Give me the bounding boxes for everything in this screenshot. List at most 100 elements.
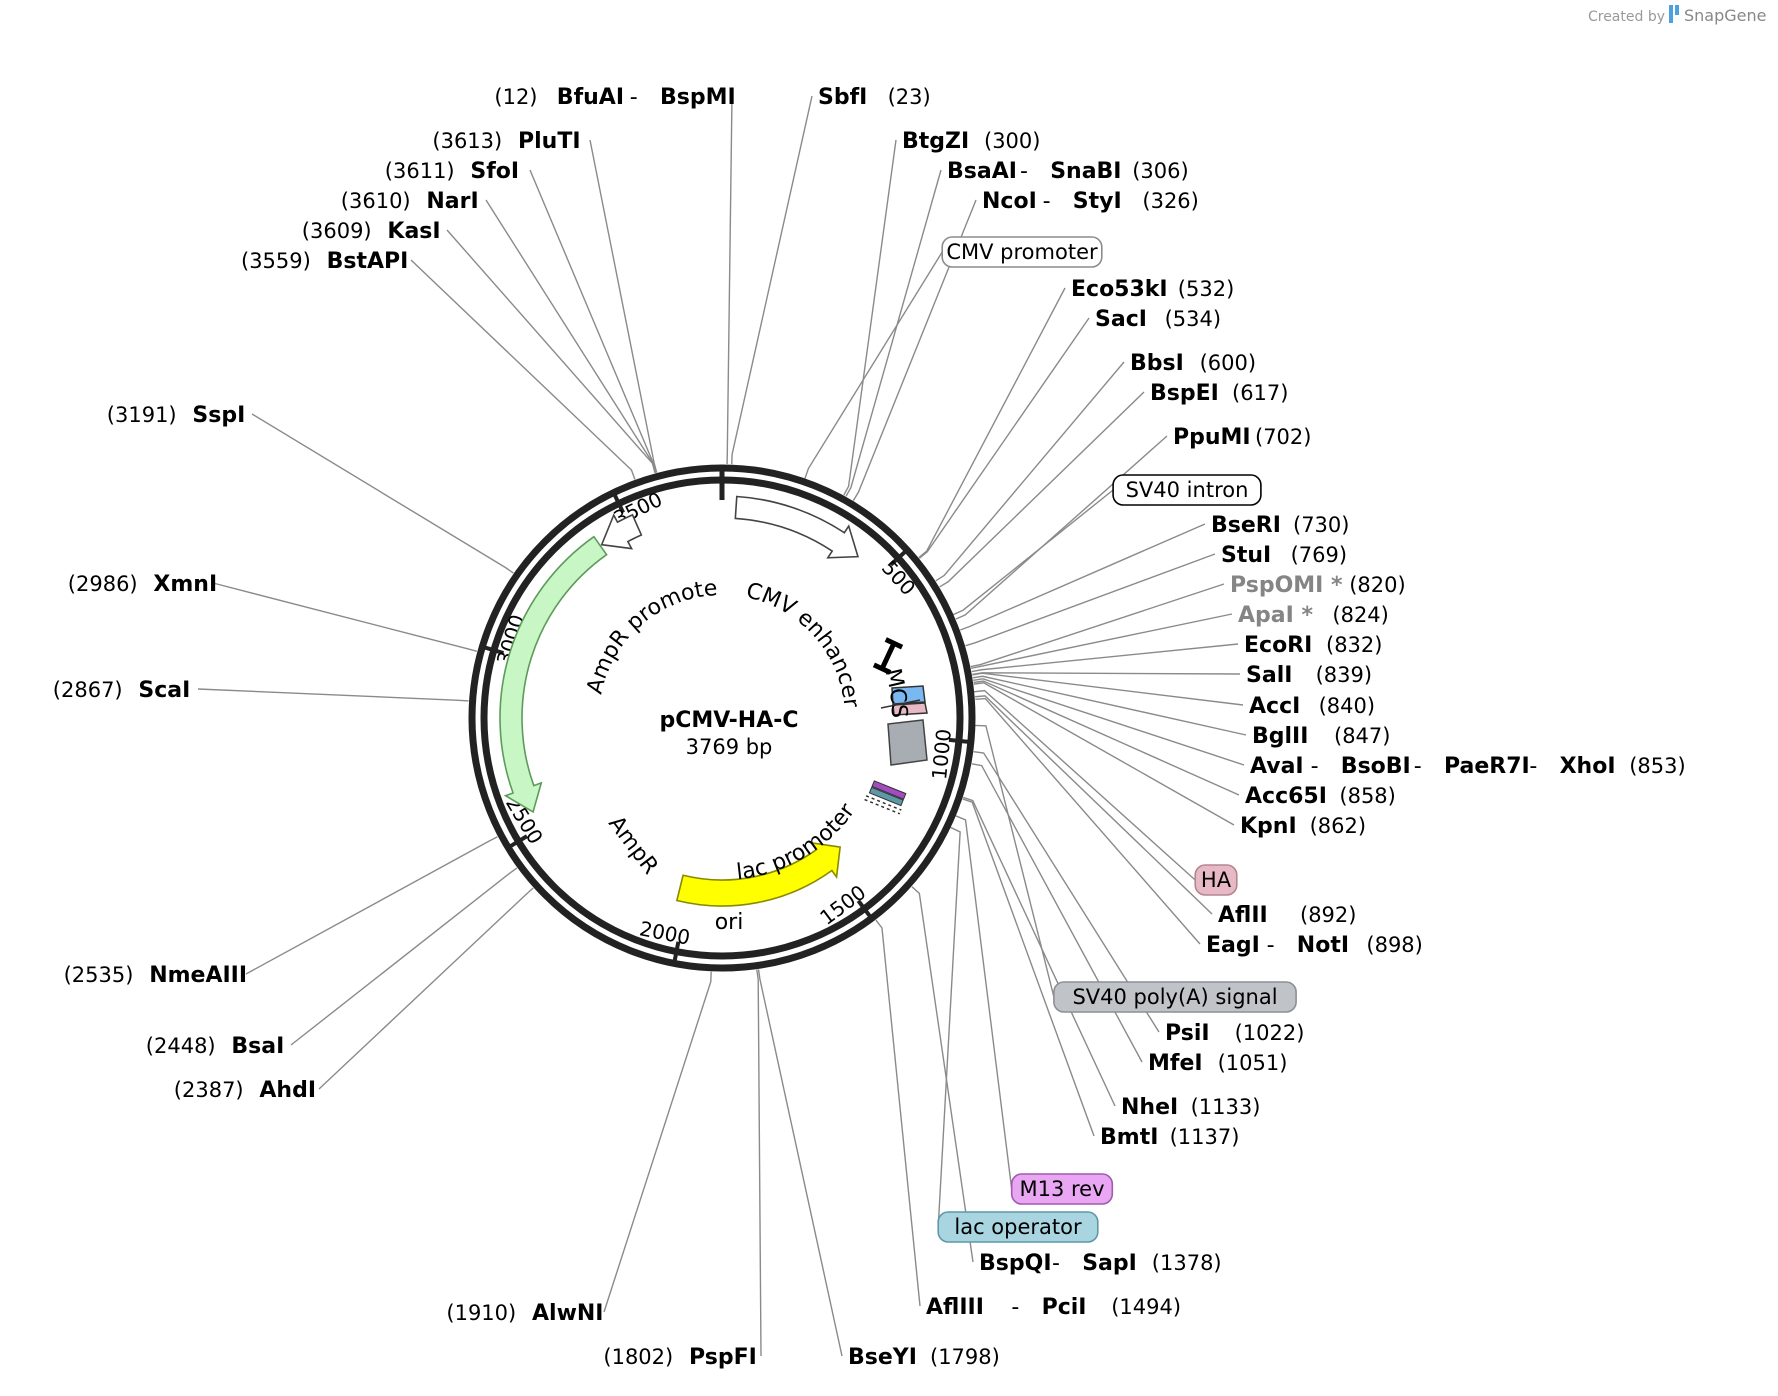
ori-arrow [675, 841, 842, 907]
enzyme-label: PsiI(1022) [1165, 1021, 1304, 1046]
leader-line [731, 95, 813, 465]
leader-line [911, 886, 974, 1263]
mcs-feature-glyphs [864, 637, 928, 815]
leader-line [975, 695, 1213, 915]
enzyme-site: PsiI(1022) [1165, 1021, 1304, 1046]
enzyme-site: NheI(1133) [1121, 1095, 1260, 1120]
enzyme-label: StuI(769) [1221, 543, 1347, 568]
leader-line [446, 229, 656, 474]
ampr-label: AmpR [603, 812, 663, 880]
enzyme-label: EagI - NotI(898) [1206, 933, 1423, 958]
leader-line [960, 523, 1206, 631]
enzyme-site: (12)BfuAI - BspMI [494, 85, 735, 110]
tick-mark [948, 737, 974, 745]
leader-line [245, 836, 498, 975]
enzyme-site: EcoRI(832) [1244, 633, 1382, 658]
leader-line [212, 582, 478, 653]
enzyme-label: (3559)BstAPI [241, 249, 408, 274]
leader-line [955, 435, 1168, 620]
enzyme-label: AflIII - PciI(1494) [926, 1295, 1181, 1320]
enzyme-site: (3610)NarI [341, 189, 479, 214]
sv40-polya-block-icon [887, 719, 928, 766]
svg-text:CMV promoter: CMV promoter [946, 240, 1098, 264]
enzyme-label: SbfI(23) [818, 85, 931, 110]
enzyme-site: (1802)PspFI [603, 1345, 756, 1370]
leader-line [972, 675, 1247, 736]
enzyme-label: AvaI - BsoBI - PaeR7I - XhoI(853) [1250, 754, 1686, 779]
enzyme-site: (2986)XmnI [68, 572, 217, 597]
enzyme-site: BspEI(617) [1150, 381, 1288, 406]
feature-box: CMV promoter [941, 236, 1103, 268]
leader-line [726, 95, 733, 465]
snapgene-logo-icon [1669, 5, 1679, 23]
leader-line [845, 169, 942, 497]
leader-line [918, 287, 1066, 559]
ampr-promoter-arrow [600, 513, 643, 550]
lac-features-stack-icon [864, 780, 907, 815]
enzyme-site: AflIII - PciI(1494) [926, 1295, 1181, 1320]
leader-line [410, 259, 636, 480]
svg-text:SV40 intron: SV40 intron [1126, 478, 1249, 502]
enzyme-site: (2387)AhdI [174, 1078, 316, 1103]
leader-line [802, 251, 943, 484]
plasmid-backbone [468, 464, 976, 972]
plasmid-length: 3769 bp [686, 735, 773, 759]
leader-line [875, 919, 921, 1307]
ampr-arrow [499, 535, 608, 814]
feature-box: M13 rev [1010, 1173, 1114, 1205]
enzyme-site: KpnI(862) [1240, 814, 1366, 839]
enzyme-label: PpuMI(702) [1173, 425, 1311, 450]
enzyme-site: EagI - NotI(898) [1206, 933, 1423, 958]
enzyme-site: (1910)AlwNI [446, 1301, 603, 1326]
enzyme-site: BmtI(1137) [1100, 1125, 1239, 1150]
enzyme-site: StuI(769) [1221, 543, 1347, 568]
enzyme-site: BglII(847) [1252, 724, 1390, 749]
enzyme-label: (2867)ScaI [53, 678, 191, 703]
enzyme-label: (2387)AhdI [174, 1078, 316, 1103]
leader-line [589, 139, 658, 473]
leader-line [972, 672, 1241, 676]
svg-text:M13 rev: M13 rev [1019, 1177, 1104, 1201]
enzyme-label: (2535)NmeAIII [64, 963, 247, 988]
leader-line [963, 796, 1116, 1107]
leader-line [852, 199, 977, 501]
enzyme-label: BbsI(600) [1130, 351, 1256, 376]
enzyme-label: AflII(892) [1218, 903, 1356, 928]
enzyme-label: NcoI - StyI(326) [982, 189, 1199, 214]
leader-line [971, 643, 1239, 673]
svg-text:SV40 poly(A) signal: SV40 poly(A) signal [1072, 985, 1277, 1009]
enzyme-label: MfeI(1051) [1148, 1051, 1287, 1076]
enzyme-site: (2867)ScaI [53, 678, 191, 703]
enzyme-label: Acc65I(858) [1245, 784, 1396, 809]
enzyme-label: SacI(534) [1095, 307, 1221, 332]
leader-line [935, 361, 1125, 582]
enzyme-label: BtgZI(300) [902, 129, 1040, 154]
leader-line [318, 887, 534, 1090]
leader-line [197, 688, 469, 702]
leader-line [973, 680, 1240, 796]
mcs-label: MCS [880, 666, 911, 718]
mcs-blue-block-icon [891, 685, 926, 705]
created-by-text: Created by [1588, 9, 1665, 25]
enzyme-label: (3609)KasI [302, 219, 441, 244]
enzyme-label: (3613)PluTI [432, 129, 580, 154]
leader-line [529, 169, 657, 473]
enzyme-label: (12)BfuAI - BspMI [494, 85, 735, 110]
enzyme-label: (2448)BsaI [146, 1034, 285, 1059]
tick-mark [610, 490, 625, 514]
tick-mark [479, 644, 505, 655]
leader-line [939, 391, 1145, 588]
enzyme-label: BseYI(1798) [848, 1345, 1000, 1370]
enzyme-site: BsaAI - SnaBI(306) [947, 159, 1189, 184]
enzyme-label: (2986)XmnI [68, 572, 217, 597]
enzyme-site: SbfI(23) [818, 85, 931, 110]
enzyme-label: BseRI(730) [1211, 513, 1349, 538]
leader-line [970, 583, 1225, 668]
enzyme-site: (3559)BstAPI [241, 249, 408, 274]
enzyme-site: BbsI(600) [1130, 351, 1256, 376]
enzyme-site: (3613)PluTI [432, 129, 580, 154]
enzyme-label: Eco53kI(532) [1071, 277, 1234, 302]
enzyme-label: EcoRI(832) [1244, 633, 1382, 658]
